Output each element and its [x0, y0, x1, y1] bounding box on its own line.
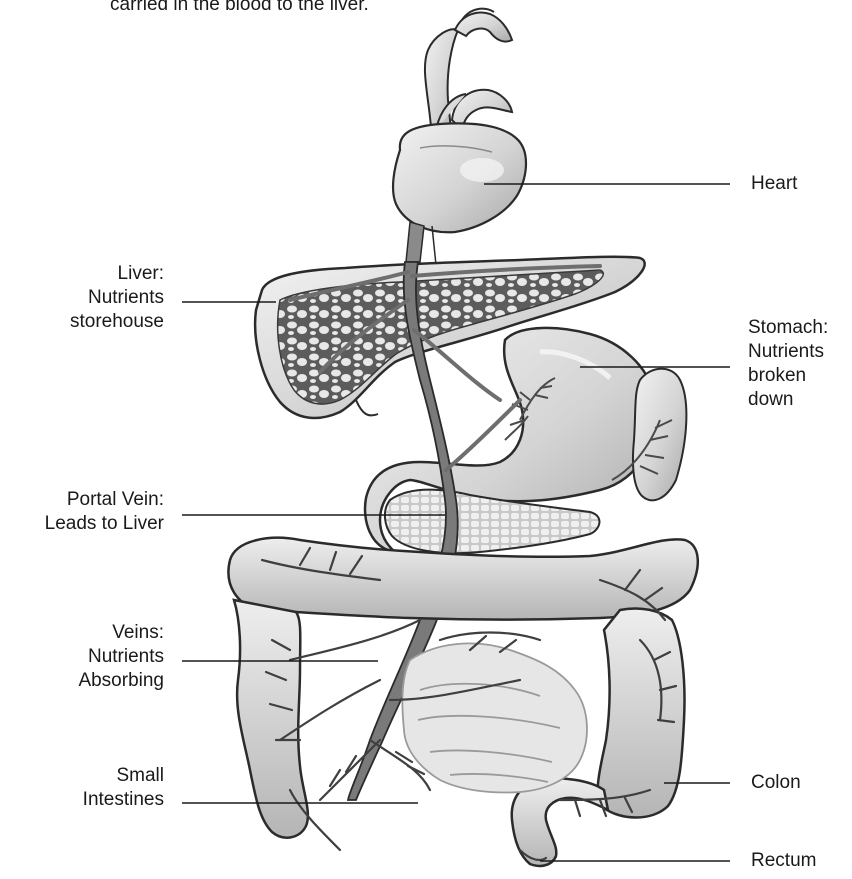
- label-stomach: Stomach: Nutrients broken down: [748, 316, 828, 412]
- small-intestines-organ: [402, 643, 587, 792]
- label-liver: Liver: Nutrients storehouse: [70, 262, 164, 334]
- label-liver-line-1: Liver:: [70, 262, 164, 286]
- label-veins-line-3: Absorbing: [78, 669, 164, 693]
- vena-cava: [406, 222, 424, 262]
- label-portal-vein-line-1: Portal Vein:: [45, 488, 164, 512]
- label-veins-line-2: Nutrients: [78, 645, 164, 669]
- label-colon-line-1: Colon: [751, 771, 801, 795]
- label-stomach-line-4: down: [748, 388, 828, 412]
- label-veins-line-1: Veins:: [78, 621, 164, 645]
- label-rectum-line-1: Rectum: [751, 849, 816, 873]
- label-veins: Veins: Nutrients Absorbing: [78, 621, 164, 693]
- label-stomach-line-3: broken: [748, 364, 828, 388]
- label-portal-vein: Portal Vein: Leads to Liver: [45, 488, 164, 536]
- label-small-intestines-line-1: Small: [83, 764, 164, 788]
- label-small-intestines: Small Intestines: [83, 764, 164, 812]
- label-heart-line-1: Heart: [751, 172, 797, 196]
- label-liver-line-3: storehouse: [70, 310, 164, 334]
- label-rectum: Rectum: [751, 849, 816, 873]
- label-stomach-line-1: Stomach:: [748, 316, 828, 340]
- great-vessels: [425, 9, 512, 140]
- pancreas-organ: [385, 490, 600, 554]
- label-liver-line-2: Nutrients: [70, 286, 164, 310]
- label-stomach-line-2: Nutrients: [748, 340, 828, 364]
- label-heart: Heart: [751, 172, 797, 196]
- label-colon: Colon: [751, 771, 801, 795]
- label-small-intestines-line-2: Intestines: [83, 788, 164, 812]
- label-portal-vein-line-2: Leads to Liver: [45, 512, 164, 536]
- heart-organ: [393, 123, 526, 232]
